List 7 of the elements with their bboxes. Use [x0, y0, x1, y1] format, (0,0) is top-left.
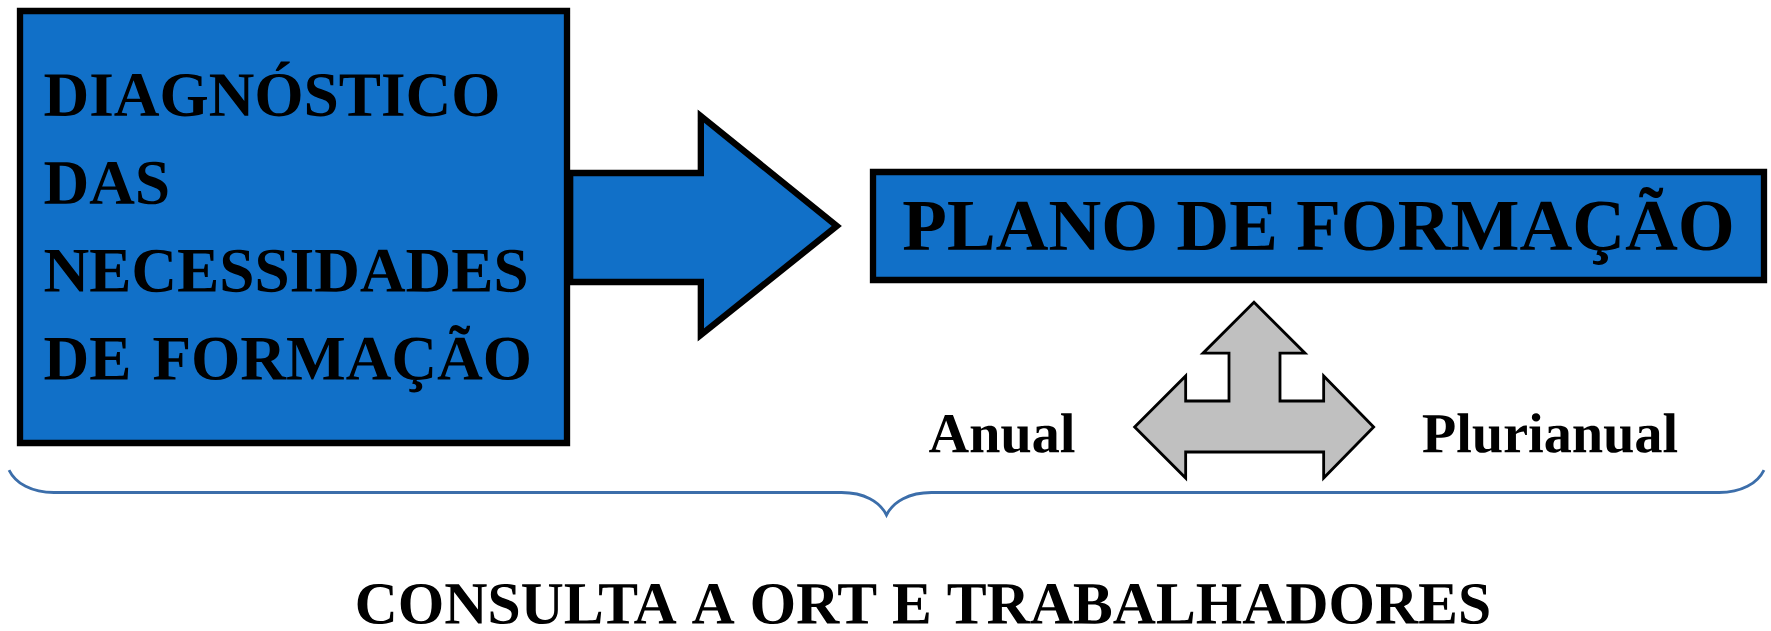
- process-box: DIAGNÓSTICO DAS NECESSIDADES DE FORMAÇÃO: [16, 7, 571, 447]
- caption-text: CONSULTA A ORT E TRABALHADORES: [357, 583, 1489, 625]
- three-way-arrow: [1132, 300, 1376, 482]
- option-label: Plurianual: [1422, 413, 1678, 453]
- process-box: PLANO DE FORMAÇÃO: [869, 168, 1768, 284]
- block-arrow: [567, 109, 842, 342]
- option-label: Anual: [929, 413, 1075, 453]
